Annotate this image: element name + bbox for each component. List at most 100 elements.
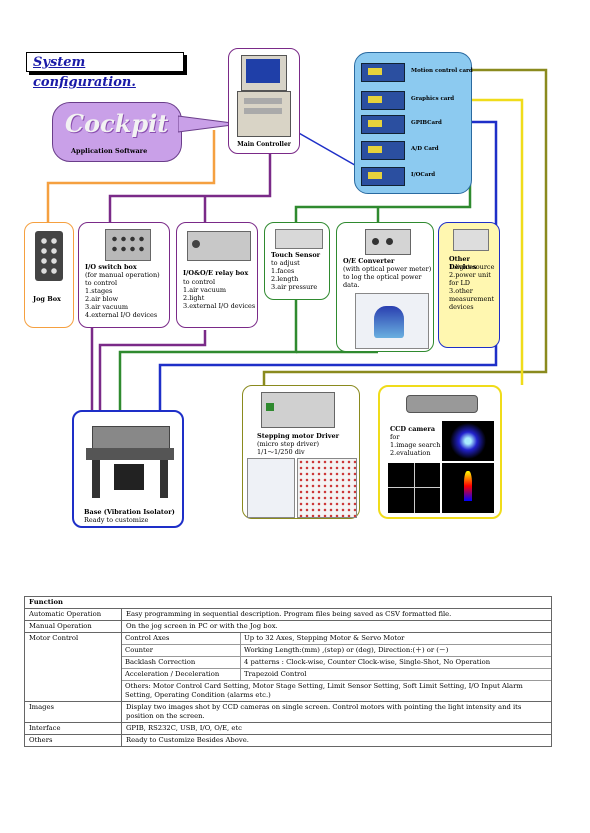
other-line: 1.light source (449, 263, 495, 271)
touch-sensor-photo (275, 229, 323, 249)
io-switch-line: 4.external I/O devices (85, 311, 158, 319)
line-yellow (448, 98, 524, 385)
relay-box-photo (187, 231, 251, 261)
table-cell-value: Ready to Customize Besides Above. (121, 734, 552, 747)
motor-sub-row: Backlash Correction 4 patterns : Clock-w… (122, 656, 551, 669)
line-olive (262, 68, 548, 385)
cards-panel: Motion control card Graphics card GPIBCa… (354, 52, 473, 194)
motor-sub-value: 4 patterns : Clock-wise, Counter Clock-w… (240, 656, 551, 669)
jog-box-label: Jog Box (33, 295, 61, 303)
touch-sensor-box: Touch Sensor to adjust 1.faces 2.length … (264, 222, 330, 300)
touch-sensor-title: Touch Sensor (271, 251, 321, 259)
stepping-line: 1/1～1/250 div (257, 448, 305, 456)
jog-box-photo (35, 231, 63, 281)
table-cell-name: Others (24, 734, 122, 747)
motor-sub-key: Counter (122, 644, 241, 657)
base-title: Base (Vibration Isolator) (84, 508, 175, 516)
motor-sub-value: Working Length:(mm) ,(step) or (deg), Di… (240, 644, 551, 657)
ccd-camera-photo (406, 395, 478, 413)
card-label: GPIBCard (411, 120, 442, 126)
table-cell-name: Images (24, 701, 122, 723)
table-row: Manual Operation On the jog screen in PC… (24, 620, 552, 633)
table-row: Interface GPIB, RS232C, USB, I/O, O/E, e… (24, 722, 552, 735)
relay-line: 2.light (183, 294, 205, 302)
line-green-3 (118, 300, 298, 410)
main-controller-label: Main Controller (237, 141, 291, 148)
io-switch-photo (105, 229, 151, 261)
base-photo (84, 420, 176, 500)
line-purple (108, 150, 272, 222)
stepping-driver-box: Stepping motor Driver (micro step driver… (242, 385, 360, 519)
other-line: measurement (449, 295, 495, 303)
motor-sub-row: Control Axes Up to 32 Axes, Stepping Mot… (122, 633, 551, 645)
stepping-driver-photo (261, 392, 335, 428)
oe-converter-lines: (with optical power meter) to log the op… (343, 265, 431, 289)
line-blue (158, 120, 498, 410)
ccd-camera-box: CCD camera for 1.image search 2.evaluati… (378, 385, 502, 519)
stepping-title: Stepping motor Driver (257, 432, 340, 440)
motor-subtable: Control Axes Up to 32 Axes, Stepping Mot… (122, 633, 551, 701)
ccd-line: for (390, 433, 400, 441)
card-row-ad: A/D Card (361, 141, 481, 160)
oe-converter-title: O/E Converter (343, 257, 395, 265)
pc-tower-icon (237, 91, 291, 137)
relay-line: to control (183, 278, 216, 286)
table-cell-name: Automatic Operation (24, 608, 122, 621)
relay-box: I/O&O/E relay box to control 1.air vacuu… (176, 222, 258, 328)
relay-box-lines: to control 1.air vacuum 2.light 3.extern… (183, 278, 255, 310)
other-devices-title: Other Devices (449, 255, 477, 271)
motion-card-icon (361, 63, 405, 82)
oe-line: (with optical power meter) (343, 265, 432, 273)
io-switch-line: to control (85, 279, 118, 287)
ccd-lines: for 1.image search 2.evaluation (390, 433, 440, 457)
oe-line: to log the optical power (343, 273, 422, 281)
table-cell-name: Motor Control (24, 632, 122, 702)
motor-others: Others: Motor Control Card Setting, Moto… (125, 682, 523, 699)
stepping-line: (micro step driver) (257, 440, 320, 448)
card-label: Motion control card (411, 68, 473, 74)
main-controller: Main Controller (228, 48, 300, 154)
table-row: Images Display two images shot by CCD ca… (24, 701, 552, 723)
io-switch-box: I/O switch box (for manual operation) to… (78, 222, 170, 328)
other-line: 3.other (449, 287, 473, 295)
table-header: Function (24, 596, 552, 609)
other-line: for LD (449, 279, 471, 287)
io-switch-line: (for manual operation) (85, 271, 160, 279)
table-cell-value: Display two images shot by CCD cameras o… (121, 701, 552, 723)
table-row-motor: Motor Control Control Axes Up to 32 Axes… (24, 632, 552, 702)
line-bus (289, 127, 361, 169)
ccd-line: 1.image search (390, 441, 441, 449)
io-switch-lines: (for manual operation) to control 1.stag… (85, 271, 160, 319)
gpib-card-icon (361, 115, 405, 134)
table-cell-value: GPIB, RS232C, USB, I/O, O/E, etc (121, 722, 552, 735)
table-cell-name: Interface (24, 722, 122, 735)
ccd-title: CCD camera (390, 425, 436, 433)
table-row: Automatic Operation Easy programming in … (24, 608, 552, 621)
touch-sensor-lines: to adjust 1.faces 2.length 3.air pressur… (271, 259, 317, 291)
other-devices-box: Other Devices 1.light source 2.power uni… (438, 222, 500, 348)
stepping-lines: (micro step driver) 1/1～1/250 div (257, 440, 319, 456)
pc-monitor-icon (241, 55, 287, 91)
base-sub: Ready to customize (84, 516, 149, 524)
ccd-image-profile (442, 463, 494, 513)
touch-line: to adjust (271, 259, 300, 267)
ccd-image-cross (388, 463, 440, 513)
relay-line: 3.external I/O devices (183, 302, 256, 310)
card-row-graphics: Graphics card (361, 91, 481, 110)
oe-screenshot (355, 293, 429, 349)
stepping-screenshot-2 (297, 458, 357, 518)
line-orange (46, 130, 216, 222)
motor-sub-row: Counter Working Length:(mm) ,(step) or (… (122, 644, 551, 657)
table-cell-value: On the jog screen in PC or with the Jog … (121, 620, 552, 633)
cockpit-pointer (178, 115, 241, 133)
io-switch-line: 3.air vacuum (85, 303, 129, 311)
cockpit-logo: Cockpit (65, 109, 169, 138)
cockpit-bubble: Cockpit Application Software (52, 102, 182, 162)
cockpit-caption: Application Software (71, 147, 148, 155)
relay-box-title: I/O&O/E relay box (183, 269, 249, 277)
touch-line: 1.faces (271, 267, 295, 275)
io-card-icon (361, 167, 405, 186)
table-cell-name: Manual Operation (24, 620, 122, 633)
card-label: A/D Card (411, 146, 439, 152)
other-line: devices (449, 303, 474, 311)
